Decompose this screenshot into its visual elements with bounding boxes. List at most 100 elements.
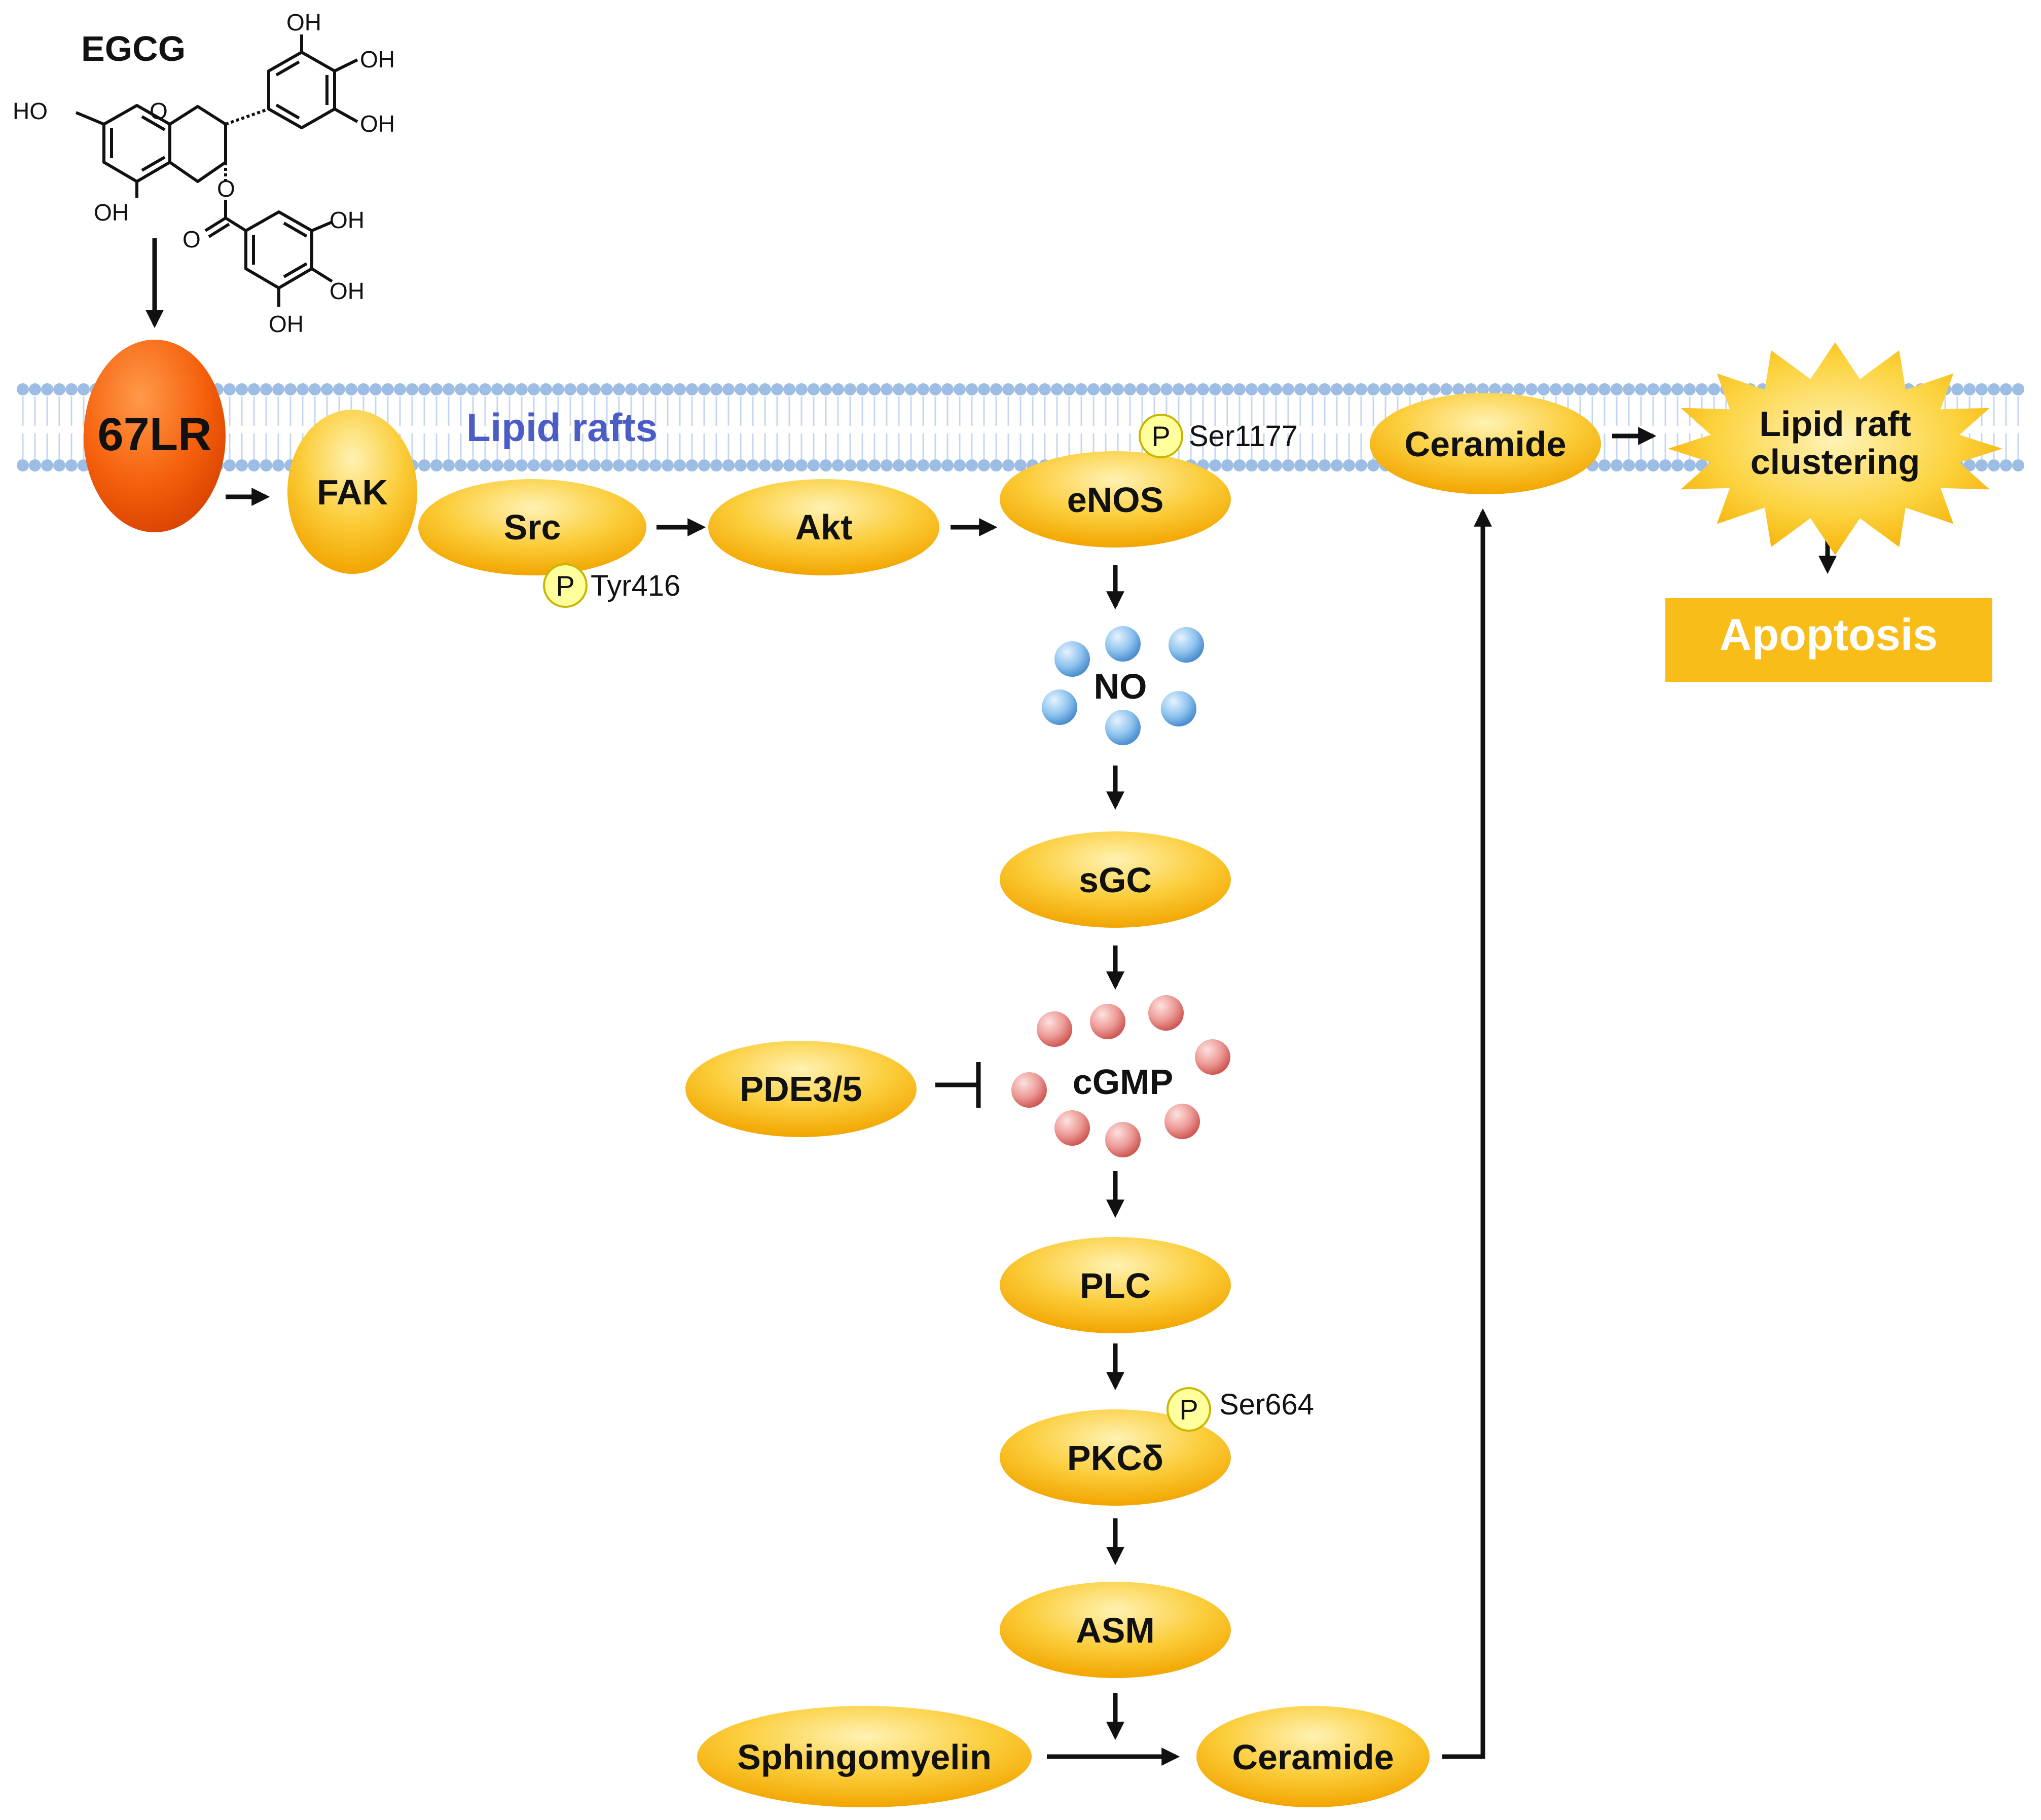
- src-label: Src: [504, 507, 561, 547]
- lipid-head: [1343, 383, 1355, 395]
- asm-node: ASM: [1000, 1582, 1231, 1678]
- lipid-head: [1611, 459, 1623, 471]
- lipid-head: [1246, 459, 1258, 471]
- pkcd-label: PKCδ: [1067, 1438, 1163, 1478]
- lipid-head: [479, 459, 491, 471]
- lipid-head: [564, 383, 576, 395]
- lipid-head: [503, 459, 516, 471]
- lipid-head: [637, 383, 649, 395]
- lipid-head: [1659, 459, 1671, 471]
- egcg-atom-labels: EGCG OH OH OH HO OH O O O OH OH OH: [13, 9, 395, 337]
- no-molecule: [1105, 710, 1141, 745]
- lipid-head: [1294, 383, 1306, 395]
- plc-node: PLC: [1000, 1237, 1231, 1333]
- cgmp-molecule: [1090, 1004, 1125, 1039]
- lipid-head: [1233, 459, 1246, 471]
- pkcd-node: PKCδ: [1000, 1409, 1231, 1506]
- lipid-head: [455, 459, 467, 471]
- lipid-head: [1282, 459, 1294, 471]
- lipid-head: [224, 459, 236, 471]
- lipid-head: [941, 383, 954, 395]
- lipid-head: [503, 383, 516, 395]
- lipid-head: [333, 383, 345, 395]
- lipid-head: [1489, 383, 1501, 395]
- lipid-head: [613, 459, 625, 471]
- asm-label: ASM: [1076, 1611, 1155, 1650]
- lipid-head: [272, 383, 284, 395]
- oh-g3-label: OH: [269, 311, 304, 337]
- ser664-label: Ser664: [1219, 1388, 1314, 1421]
- plc-label: PLC: [1080, 1266, 1151, 1305]
- tyr416-label: Tyr416: [591, 569, 680, 602]
- lipid-head: [1538, 383, 1550, 395]
- lipid-raft-clustering-burst: Lipid raft clustering: [1668, 342, 2002, 555]
- lipid-head: [1270, 459, 1282, 471]
- lipid-head: [1696, 383, 1708, 395]
- lipid-head: [856, 383, 868, 395]
- lipid-head: [1671, 383, 1684, 395]
- lipid-head: [917, 383, 929, 395]
- lipid-head: [1112, 383, 1124, 395]
- lipid-head: [1197, 383, 1209, 395]
- lipid-head: [686, 459, 698, 471]
- no-molecule: [1105, 626, 1141, 662]
- lipid-head: [1623, 383, 1635, 395]
- lipid-head: [1574, 383, 1586, 395]
- lipid-head: [260, 459, 272, 471]
- ceramide-bottom-label: Ceramide: [1232, 1737, 1394, 1777]
- lipid-head: [1258, 383, 1270, 395]
- lipid-head: [564, 459, 576, 471]
- lipid-head: [1976, 459, 1988, 471]
- no-molecule: [1054, 641, 1090, 677]
- apoptosis-label: Apoptosis: [1720, 609, 1938, 660]
- lipid-head: [1343, 459, 1355, 471]
- lipid-head: [893, 383, 905, 395]
- lipid-head: [710, 383, 722, 395]
- phospho-badge-enos: P Ser1177: [1139, 414, 1298, 458]
- lipid-head: [248, 459, 260, 471]
- lipid-head: [674, 459, 686, 471]
- lipid-head: [78, 383, 90, 395]
- sphingomyelin-label: Sphingomyelin: [737, 1737, 992, 1777]
- lipid-head: [1501, 383, 1513, 395]
- phospho-badge-pkcd: P Ser664: [1167, 1387, 1314, 1432]
- lipid-head: [820, 459, 832, 471]
- cgmp-molecule: [1195, 1039, 1230, 1075]
- lipid-head: [516, 459, 528, 471]
- lipid-head: [1014, 459, 1027, 471]
- lipid-head: [868, 383, 881, 395]
- lipid-head: [613, 383, 625, 395]
- pathway-arrows: [145, 238, 1837, 1766]
- lipid-head: [1988, 459, 2000, 471]
- lipid-head: [394, 383, 406, 395]
- lipid-head: [808, 383, 820, 395]
- lipid-head: [1027, 383, 1039, 395]
- lipid-head: [1258, 459, 1270, 471]
- lipid-head: [236, 383, 248, 395]
- lipid-head: [747, 383, 759, 395]
- egcg-label: EGCG: [81, 29, 186, 68]
- lipid-rafts-label: Lipid rafts: [466, 405, 658, 450]
- lipid-head: [1367, 383, 1379, 395]
- lipid-head: [65, 383, 78, 395]
- lipid-head: [917, 459, 929, 471]
- 67lr-receptor: 67LR: [84, 340, 226, 532]
- lipid-head: [1319, 383, 1331, 395]
- lipid-head: [954, 383, 966, 395]
- lipid-head: [321, 383, 333, 395]
- lipid-head: [1976, 383, 1988, 395]
- lipid-head: [1404, 383, 1416, 395]
- lipid-head: [467, 459, 479, 471]
- oh-b2-label: OH: [360, 111, 395, 137]
- lipid-head: [1988, 383, 2000, 395]
- lipid-head: [1562, 383, 1574, 395]
- lipid-head: [467, 383, 479, 395]
- lipid-head: [1185, 383, 1197, 395]
- lipid-head: [905, 459, 917, 471]
- pde-label: PDE3/5: [740, 1069, 862, 1109]
- enos-node: eNOS: [1000, 451, 1231, 548]
- lipid-head: [881, 459, 893, 471]
- lipid-head: [978, 459, 990, 471]
- lipid-head: [1221, 459, 1233, 471]
- cgmp-molecule: [1105, 1122, 1141, 1157]
